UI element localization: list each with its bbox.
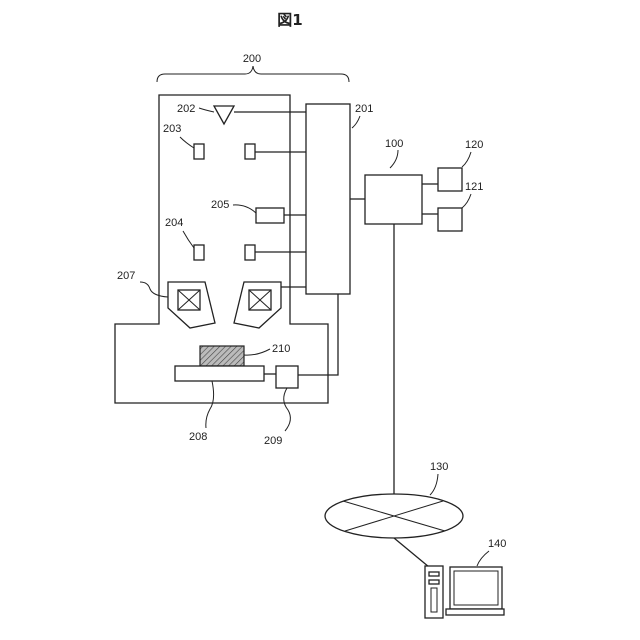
- label-200: 200: [243, 53, 261, 65]
- detector-203-left: [194, 144, 204, 159]
- storage-120: [438, 168, 462, 191]
- leader-121: [462, 194, 471, 208]
- label-120: 120: [465, 139, 483, 151]
- leader-120: [462, 152, 471, 167]
- detector-204-left: [194, 245, 204, 260]
- leader-140: [477, 551, 489, 566]
- label-205: 205: [211, 199, 229, 211]
- leader-202: [199, 108, 214, 112]
- wire-130-140: [394, 538, 429, 567]
- detector-205: [256, 208, 284, 223]
- label-100: 100: [385, 138, 403, 150]
- detector-203-right: [245, 144, 255, 159]
- tower-icon: [425, 566, 443, 618]
- stage-208: [175, 366, 264, 381]
- label-140: 140: [488, 538, 506, 550]
- leader-204: [183, 231, 194, 248]
- label-210: 210: [272, 343, 290, 355]
- leader-207: [140, 282, 168, 297]
- label-207: 207: [117, 270, 135, 282]
- leader-130: [430, 474, 438, 495]
- detector-204-right: [245, 245, 255, 260]
- io-121: [438, 208, 462, 231]
- label-209: 209: [264, 435, 282, 447]
- label-204: 204: [165, 217, 183, 229]
- leader-209: [284, 388, 291, 431]
- leader-205: [233, 205, 256, 213]
- objective-lens-left: [168, 282, 215, 328]
- monitor-icon: [446, 567, 504, 615]
- leader-203: [180, 137, 194, 148]
- leader-201: [352, 116, 360, 128]
- label-130: 130: [430, 461, 448, 473]
- label-203: 203: [163, 123, 181, 135]
- figure-title: 図1: [277, 11, 302, 29]
- label-121: 121: [465, 181, 483, 193]
- controller-box: [306, 104, 350, 294]
- objective-lens-right: [234, 282, 281, 328]
- label-202: 202: [177, 103, 195, 115]
- label-208: 208: [189, 431, 207, 443]
- leader-100: [390, 150, 398, 168]
- computer-100: [365, 175, 422, 224]
- leader-210: [244, 349, 270, 355]
- leader-208: [206, 381, 214, 428]
- sample-210: [200, 346, 244, 366]
- source-icon: [214, 106, 234, 124]
- stage-driver-209: [276, 366, 298, 388]
- system-brace: [157, 66, 349, 82]
- label-201: 201: [355, 103, 373, 115]
- wire-209: [298, 294, 338, 375]
